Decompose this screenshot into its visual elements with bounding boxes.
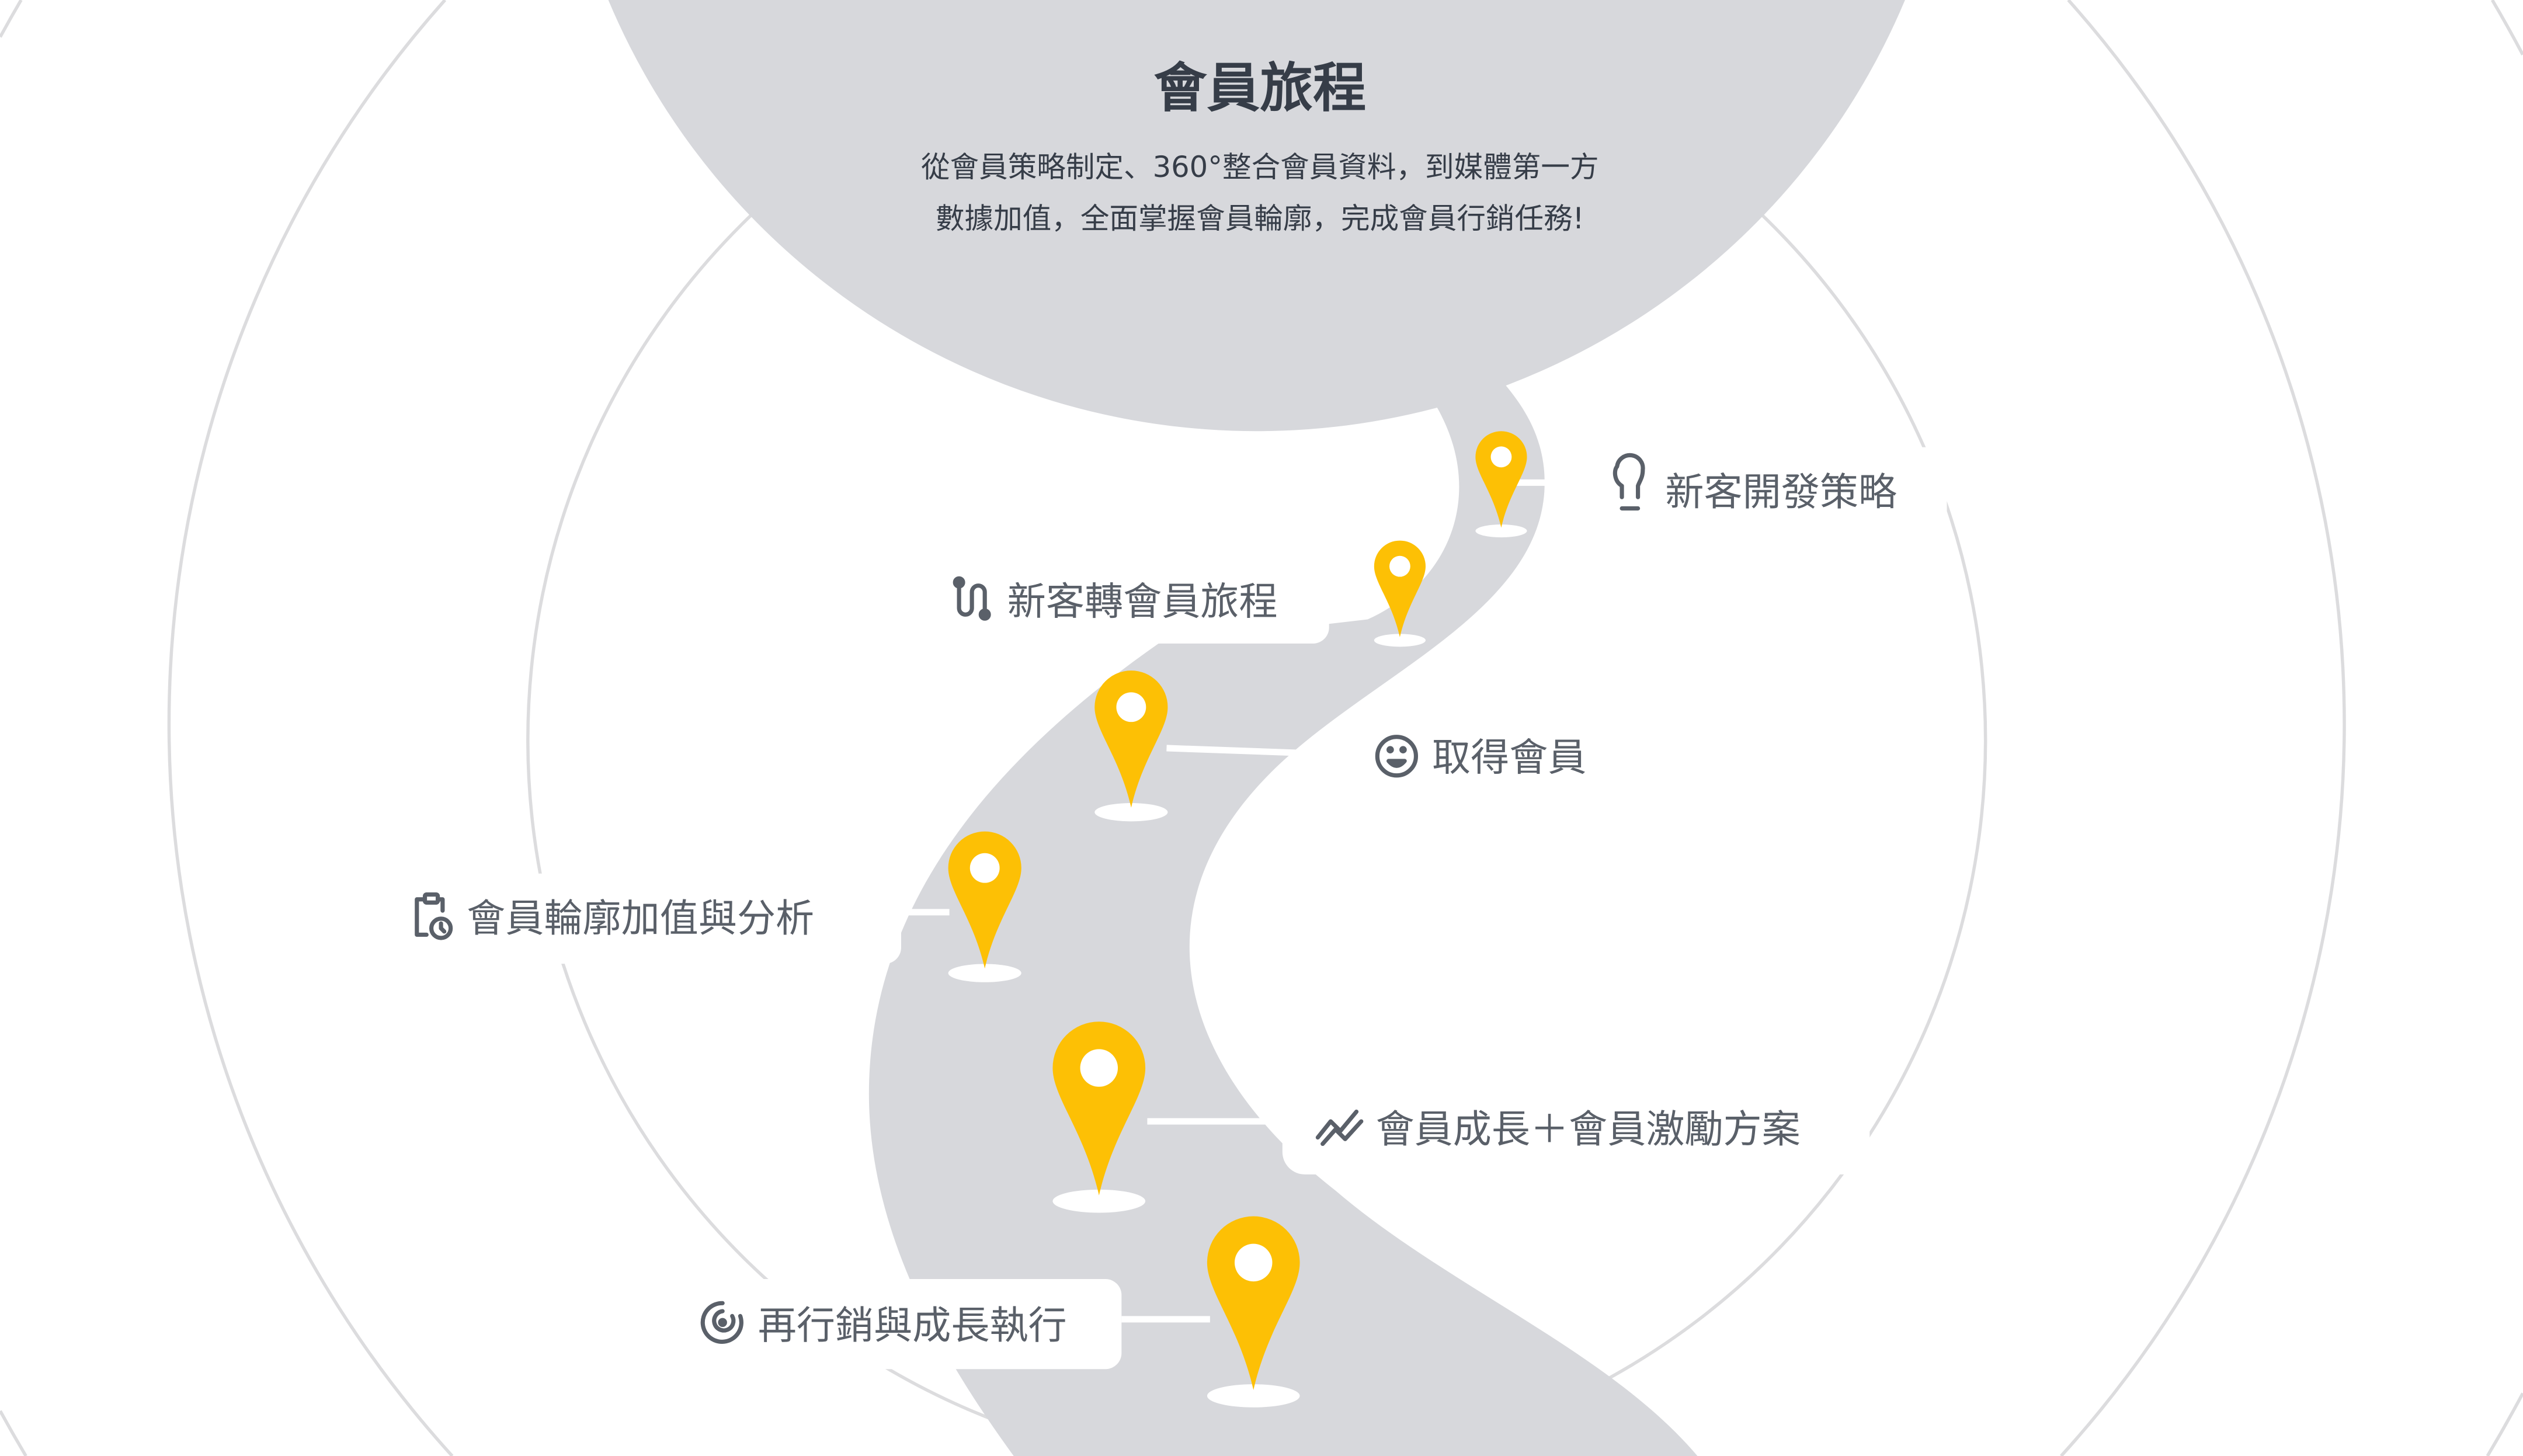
step-label: 新客轉會員旅程 xyxy=(1007,579,1278,624)
clipboard-clock-icon xyxy=(415,892,453,940)
smile-icon xyxy=(1375,735,1419,778)
lightbulb-icon xyxy=(1613,453,1645,511)
step-label: 新客開發策略 xyxy=(1665,470,1897,515)
header-circle xyxy=(608,0,1905,432)
step-remarketing-execution: 再行銷與成長執行 xyxy=(700,1301,1067,1348)
route-icon xyxy=(953,576,991,621)
step-label: 會員輪廓加值與分析 xyxy=(467,896,814,941)
target-icon xyxy=(700,1301,743,1344)
step-label: 再行銷與成長執行 xyxy=(758,1303,1067,1348)
subtitle-line-2: 數據加值，全面掌握會員輪廓，完成會員行銷任務! xyxy=(936,201,1584,235)
page-title: 會員旅程 xyxy=(1153,58,1366,119)
step-member-profile-analysis: 會員輪廓加值與分析 xyxy=(415,892,814,941)
trend-chart-icon xyxy=(1315,1109,1364,1146)
step-label: 取得會員 xyxy=(1432,735,1586,780)
step-new-customer-strategy: 新客開發策略 xyxy=(1613,453,1897,515)
step-label: 會員成長＋會員激勵方案 xyxy=(1376,1107,1801,1152)
step-member-growth-incentives: 會員成長＋會員激勵方案 xyxy=(1315,1107,1801,1152)
step-new-to-member-journey: 新客轉會員旅程 xyxy=(953,576,1278,624)
step-acquire-member: 取得會員 xyxy=(1375,735,1586,780)
journey-road xyxy=(868,378,1698,1456)
subtitle-line-1: 從會員策略制定、360°整合會員資料，到媒體第一方 xyxy=(921,150,1599,184)
middle-ring xyxy=(167,0,2346,1456)
